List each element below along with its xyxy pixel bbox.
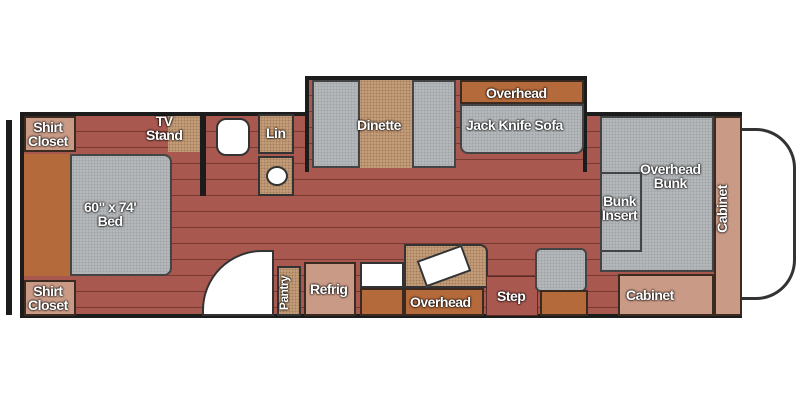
overhead-kitchen-label: Overhead xyxy=(410,294,471,310)
kitchen-counter xyxy=(404,244,488,288)
passenger-seat[interactable] xyxy=(535,248,587,292)
jack-knife-sofa[interactable]: Jack Knife Sofa xyxy=(460,104,584,154)
overhead-kitchen[interactable]: Overhead xyxy=(404,288,484,316)
bunk-insert[interactable]: Bunk Insert xyxy=(600,172,642,252)
lin-label: Lin xyxy=(266,125,286,141)
rear-wall xyxy=(6,120,12,315)
passenger-seat-base xyxy=(540,290,588,316)
cabinet-front-label: Cabinet xyxy=(713,185,730,233)
overhead-bunk[interactable]: Overhead Bunk xyxy=(600,116,714,272)
tv-stand[interactable] xyxy=(168,116,200,152)
stove[interactable] xyxy=(360,262,404,288)
pantry-label: Pantry xyxy=(277,275,292,311)
dinette-seat-rear[interactable] xyxy=(312,80,360,168)
headboard xyxy=(24,154,72,276)
bunk-insert-label: Bunk Insert xyxy=(602,193,638,223)
linen-closet[interactable]: Lin xyxy=(258,114,294,154)
kitchen-sink-icon xyxy=(416,244,472,288)
toilet-icon xyxy=(216,118,250,156)
cabinet-bottom[interactable]: Cabinet xyxy=(618,274,714,316)
refrig-label: Refrig xyxy=(310,281,348,297)
refrigerator[interactable]: Refrig xyxy=(304,262,356,316)
tv-stand-label: TV Stand xyxy=(146,113,183,143)
jack-knife-sofa-label: Jack Knife Sofa xyxy=(466,117,563,133)
shirt-closet-bottom[interactable]: Shirt Closet xyxy=(24,280,76,316)
pantry[interactable]: Pantry xyxy=(277,266,301,316)
shirt-closet-bottom-label: Shirt Closet xyxy=(28,283,68,313)
entry-step[interactable]: Step xyxy=(486,276,538,316)
stove-burners xyxy=(360,288,404,316)
dinette-label: Dinette xyxy=(357,117,401,133)
step-label: Step xyxy=(497,288,526,304)
dinette-table[interactable] xyxy=(360,80,412,168)
bed-label: 60" x 74' Bed xyxy=(84,199,137,229)
dinette-seat-front[interactable] xyxy=(412,80,456,168)
bath-sink xyxy=(258,156,294,196)
overhead-top-label: Overhead xyxy=(486,85,547,101)
cabinet-front[interactable]: Cabinet xyxy=(714,116,742,316)
overhead-bunk-label: Overhead Bunk xyxy=(640,161,701,191)
shirt-closet-top-label: Shirt Closet xyxy=(28,119,68,149)
windshield xyxy=(738,128,796,300)
shirt-closet-top[interactable]: Shirt Closet xyxy=(24,116,76,152)
bed[interactable]: 60" x 74' Bed xyxy=(70,154,172,276)
bedroom-wall xyxy=(200,112,206,196)
sink-icon xyxy=(266,166,288,186)
cabinet-bottom-label: Cabinet xyxy=(626,287,674,303)
overhead-top[interactable]: Overhead xyxy=(460,80,584,104)
